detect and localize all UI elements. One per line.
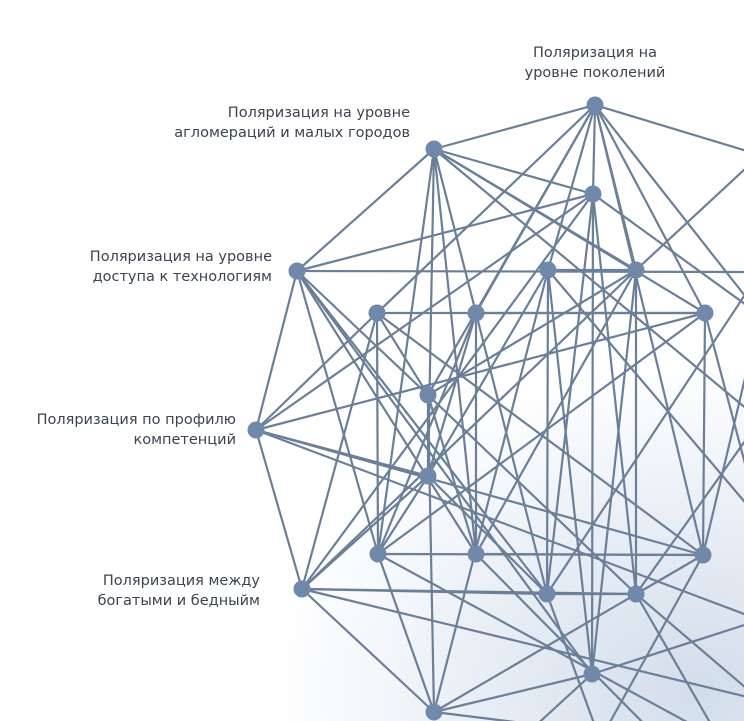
edge-top-aggl — [432, 103, 597, 151]
edge-in9-b4 — [376, 552, 688, 721]
edge-tech-comp — [254, 269, 299, 432]
edge-in12-b2 — [545, 592, 595, 721]
edge-tech-in10 — [295, 269, 478, 556]
node-inner-13 — [627, 585, 645, 603]
edge-tech-in7 — [295, 269, 430, 397]
node-inner-4 — [368, 304, 386, 322]
edge-in8-in5 — [426, 311, 478, 478]
node-inner-3 — [627, 261, 645, 279]
edge-in8-in9 — [376, 474, 430, 556]
edge-in1-in13 — [591, 192, 638, 596]
edge-comp-in8 — [254, 428, 430, 478]
edge-rich-bot — [300, 587, 436, 714]
edge-in8-in2 — [426, 268, 550, 478]
edge-in13-e4 — [634, 440, 744, 596]
edge-in2-e5 — [546, 268, 744, 503]
node-generations — [586, 96, 604, 114]
edge-in10-in11 — [474, 552, 705, 557]
edge-rich-in3 — [300, 268, 638, 591]
node-competencies — [247, 421, 265, 439]
edge-rich-in8 — [300, 474, 430, 591]
edge-in11-e3 — [701, 377, 744, 557]
node-inner-5 — [467, 304, 485, 322]
node-inner-1 — [584, 185, 602, 203]
edge-bot-in11 — [432, 553, 705, 714]
edge-in1-in14 — [590, 192, 595, 676]
node-inner-9 — [369, 545, 387, 563]
node-inner-11 — [694, 546, 712, 564]
node-rich-poor — [293, 580, 311, 598]
edge-in4-in9 — [375, 311, 380, 556]
edge-bot-in9 — [376, 552, 436, 714]
edge-in7-in3 — [426, 268, 638, 397]
edge-in6-in11 — [701, 311, 707, 557]
edge-top-in1 — [591, 103, 597, 196]
node-inner-2 — [539, 261, 557, 279]
edge-in13-e7 — [634, 592, 744, 688]
edge-aggl-tech — [295, 147, 436, 273]
edge-in9-in5 — [376, 311, 478, 556]
edge-in6-in9 — [376, 311, 707, 556]
edge-aggl-in1 — [432, 147, 595, 196]
edge-comp-rich — [254, 428, 304, 591]
node-inner-10 — [467, 545, 485, 563]
edge-aggl-in9 — [376, 147, 436, 556]
edge-tech-in14 — [295, 269, 594, 676]
edge-in7-in13 — [426, 393, 638, 596]
edge-in6-e5 — [703, 311, 744, 465]
edge-in14-in2 — [546, 268, 594, 676]
edge-in14-b1 — [539, 672, 594, 721]
node-technology-access — [288, 262, 306, 280]
edge-in14-e6 — [590, 623, 744, 676]
edge-top-in11 — [593, 103, 705, 557]
node-inner-12 — [538, 585, 556, 603]
node-agglomerations — [425, 140, 443, 158]
edge-in7-in10 — [426, 393, 478, 556]
label-technology-access: Поляризация на уровне доступа к технолог… — [89, 249, 272, 285]
edge-in14-in3 — [590, 268, 638, 676]
edge-in10-b3 — [474, 552, 643, 721]
edge-in2-in12 — [545, 268, 550, 596]
edge-in5-in12 — [474, 311, 549, 596]
node-inner-8 — [419, 467, 437, 485]
edge-in13-b4 — [634, 592, 711, 721]
label-generations: Поляризация на уровне поколений — [524, 45, 666, 81]
edge-tech-e2 — [295, 269, 744, 274]
edge-top-in6 — [593, 103, 707, 315]
edge-tech-in12 — [295, 269, 549, 596]
edge-in1-in12 — [545, 192, 595, 596]
edge-in12-e2 — [545, 294, 744, 596]
edge-bot-b3 — [432, 710, 516, 721]
edge-top-e1 — [593, 103, 744, 152]
edge-rich-e7 — [300, 587, 744, 698]
edge-in10-in3 — [474, 268, 638, 556]
edge-comp-in4 — [254, 311, 379, 432]
edge-top-in4 — [375, 103, 597, 315]
node-inner-14 — [583, 665, 601, 683]
node-inner-7 — [419, 386, 437, 404]
edge-aggl-e4 — [432, 147, 744, 409]
edge-rich-in4 — [300, 311, 379, 591]
edge-rich-in1 — [300, 192, 595, 591]
label-agglomerations: Поляризация на уровне агломераций и малы… — [174, 105, 410, 141]
label-competencies: Поляризация по профилю компетенций — [36, 412, 236, 448]
node-bottom — [425, 703, 443, 721]
edge-bot-in14 — [432, 672, 594, 714]
edge-in3-e1 — [634, 168, 744, 272]
edge-in11-b2 — [609, 553, 705, 721]
edge-comp-e6 — [254, 428, 744, 616]
edge-top-e3 — [593, 103, 744, 297]
edge-in7-in4 — [375, 311, 430, 397]
edge-tech-in9 — [295, 269, 380, 556]
edge-in1-e3 — [591, 192, 744, 305]
edge-tech-in1 — [295, 192, 595, 273]
edge-aggl-in6 — [432, 147, 707, 315]
label-rich-poor: Поляризация между богатыми и бедныйм — [97, 573, 260, 609]
node-inner-6 — [696, 304, 714, 322]
edge-bot-in2 — [432, 268, 550, 714]
